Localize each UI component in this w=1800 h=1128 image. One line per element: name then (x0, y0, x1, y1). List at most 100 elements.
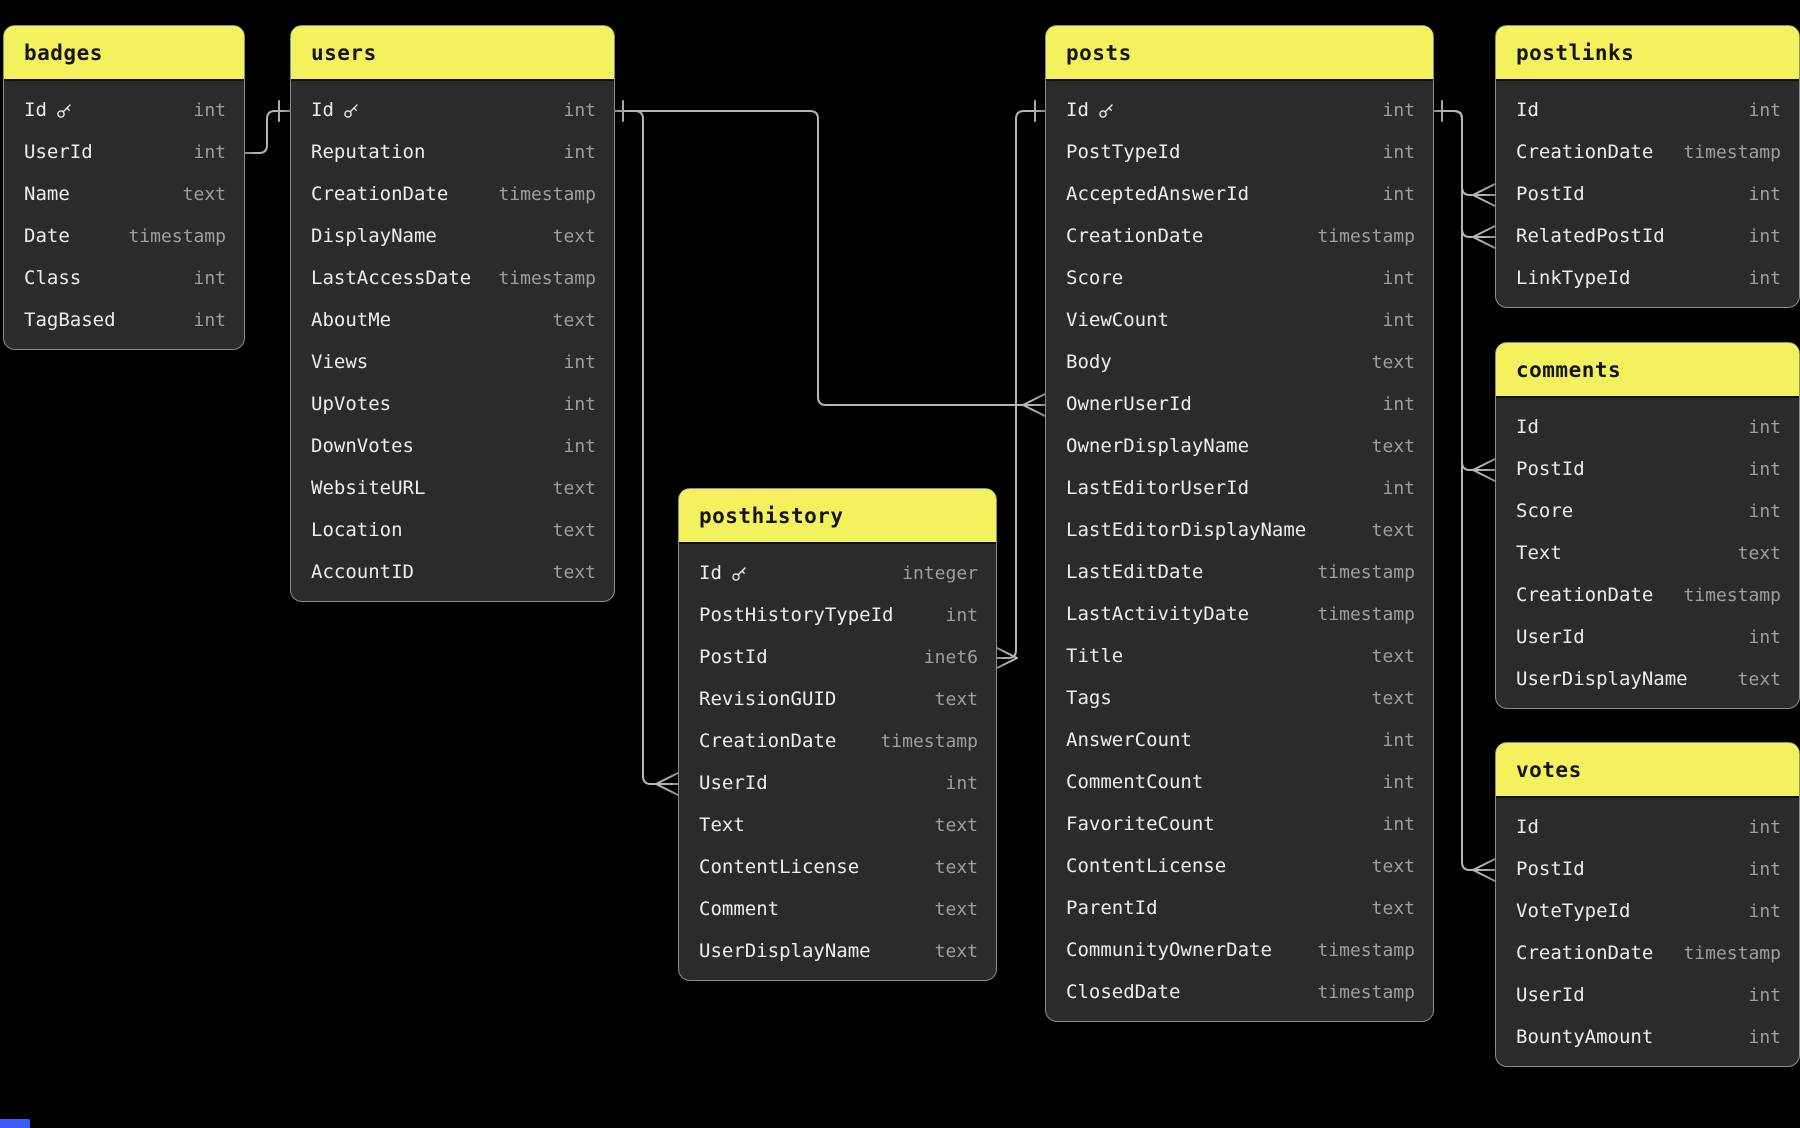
field-type: int (1382, 729, 1415, 751)
field-type: int (563, 351, 596, 373)
field-name: Location (311, 519, 403, 541)
field-name: WebsiteURL (311, 477, 426, 499)
field-row: UserId int (4, 131, 244, 173)
key-icon (344, 103, 358, 118)
field-type: text (1371, 897, 1415, 919)
field-type: text (1371, 351, 1415, 373)
field-type: int (193, 141, 226, 163)
field-type: inet6 (923, 646, 978, 668)
field-name: OwnerUserId (1066, 393, 1192, 415)
field-name: AboutMe (311, 309, 392, 331)
field-name: Name (24, 183, 70, 205)
table-header[interactable]: postlinks (1496, 26, 1799, 81)
field-name: LastActivityDate (1066, 603, 1250, 625)
many-marker (655, 772, 679, 796)
field-name: CreationDate (699, 730, 837, 752)
field-type: int (1748, 984, 1781, 1006)
field-row: AnswerCount int (1046, 719, 1433, 761)
field-name: ViewCount (1066, 309, 1169, 331)
table-header[interactable]: users (291, 26, 614, 81)
field-type: int (1382, 141, 1415, 163)
table-header[interactable]: badges (4, 26, 244, 81)
table-header[interactable]: posthistory (679, 489, 996, 544)
table-name: posthistory (699, 503, 844, 528)
field-type: text (552, 477, 596, 499)
table-header[interactable]: posts (1046, 26, 1433, 81)
field-name: ContentLicense (1066, 855, 1227, 877)
field-name: Text (1516, 542, 1562, 564)
field-type: int (1748, 267, 1781, 289)
field-name: PostHistoryTypeId (699, 604, 894, 626)
field-row: Name text (4, 173, 244, 215)
field-type: int (563, 393, 596, 415)
field-type: int (1748, 99, 1781, 121)
field-name: OwnerDisplayName (1066, 435, 1250, 457)
field-type: timestamp (880, 730, 978, 752)
field-type: timestamp (1317, 561, 1415, 583)
field-name: Score (1066, 267, 1124, 289)
field-type: text (1737, 542, 1781, 564)
field-name: FavoriteCount (1066, 813, 1215, 835)
field-name: Id (699, 562, 748, 584)
field-name: UserId (24, 141, 93, 163)
relationship-line (1431, 110, 1496, 238)
table-header[interactable]: comments (1496, 343, 1799, 398)
field-type: text (934, 814, 978, 836)
field-name: AnswerCount (1066, 729, 1192, 751)
field-name: Text (699, 814, 745, 836)
field-type: timestamp (1683, 942, 1781, 964)
field-name: CommentCount (1066, 771, 1204, 793)
table-header[interactable]: votes (1496, 743, 1799, 798)
field-name: Id (1066, 99, 1115, 121)
field-type: text (182, 183, 226, 205)
field-name: PostId (699, 646, 768, 668)
field-type: text (552, 309, 596, 331)
field-name: UserDisplayName (1516, 668, 1688, 690)
relationship-line (242, 110, 291, 154)
field-row: AboutMe text (291, 299, 614, 341)
field-name: CreationDate (311, 183, 449, 205)
field-type: int (563, 141, 596, 163)
field-type: int (1748, 225, 1781, 247)
